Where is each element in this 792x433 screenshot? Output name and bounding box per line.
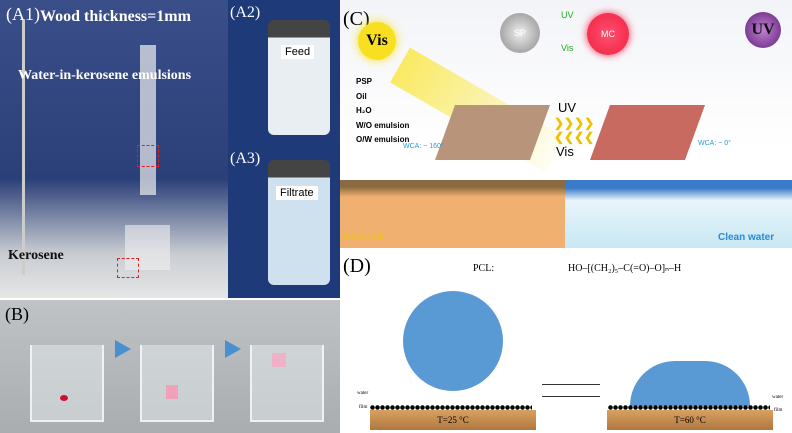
arrow-uv-label: UV xyxy=(558,100,577,115)
filtrate-vial xyxy=(268,160,330,285)
thickness-label: Wood thickness=1mm xyxy=(40,8,191,25)
film-label-left: film xyxy=(359,405,368,410)
wood-substrate-right: T=60 °C xyxy=(607,410,773,430)
panel-c-label: (C) xyxy=(343,8,370,30)
feed-vial xyxy=(268,20,330,135)
legend: PSP Oil H₂O W/O emulsion O/W emulsion xyxy=(344,75,409,148)
panel-a3-label: (A3) xyxy=(230,150,261,167)
kerosene-highlight-box xyxy=(117,258,139,278)
feed-label: Feed xyxy=(281,45,315,59)
hydrophilic-wood-block xyxy=(589,105,706,160)
film-dots-right xyxy=(608,405,770,410)
water-pool xyxy=(565,180,792,248)
wood-substrate-left: T=25 °C xyxy=(370,410,536,430)
film-label-right: film xyxy=(774,408,783,413)
water-droplet-spherical xyxy=(403,291,503,391)
chevrons-left-icon: ❮❮❮❮ xyxy=(554,130,595,144)
legend-wo: W/O emulsion xyxy=(356,120,410,130)
legend-psp: PSP xyxy=(356,77,373,86)
mc-state: MC xyxy=(587,13,629,55)
forward-arrow-icon xyxy=(542,384,600,385)
arrow-right-icon xyxy=(115,340,131,358)
arrow-vis-label: Vis xyxy=(556,144,574,159)
beaker-1 xyxy=(30,345,104,422)
pcl-formula: HO–[(CH₂)₅–C(=O)–O]ₙ–H xyxy=(568,263,682,274)
panel-a2-label: (A2) xyxy=(230,4,261,21)
emulsion-label: Water-in-kerosene emulsions xyxy=(18,68,192,83)
uv-sun-icon: UV xyxy=(745,12,781,48)
reverse-arrow-icon xyxy=(542,396,600,397)
wca-left: WCA: ~ 160° xyxy=(403,143,444,150)
water-droplet-spread xyxy=(630,361,750,406)
arrow-right-icon xyxy=(225,340,241,358)
clean-water-label: Clean water xyxy=(718,232,775,243)
beaker-3 xyxy=(250,345,324,422)
switch-vis: Vis xyxy=(561,43,574,53)
hydrophobic-wood-block xyxy=(434,105,551,160)
water-label-right: water xyxy=(772,395,784,400)
panel-a2-a3: (A2) Feed (A3) Filtrate xyxy=(228,0,340,298)
vis-sun-icon: Vis xyxy=(358,22,396,60)
panel-c-schematic: (C) Vis SP UV Vis MC UV PSP Oil H₂O W/O … xyxy=(340,0,792,248)
legend-oil: Oil xyxy=(356,91,367,101)
clean-oil-label: Clean oil xyxy=(343,232,385,243)
oil-pool xyxy=(340,180,565,248)
legend-ow: O/W emulsion xyxy=(356,135,410,144)
panel-d-schematic: (D) PCL: HO–[(CH₂)₅–C(=O)–O]ₙ–H water fi… xyxy=(340,250,792,433)
switch-uv: UV xyxy=(561,10,574,20)
panel-b-label: (B) xyxy=(5,304,29,324)
chevrons-right-icon: ❯❯❯❯ xyxy=(554,116,595,130)
pcl-label: PCL: xyxy=(473,263,495,274)
beaker xyxy=(125,225,170,270)
funnel xyxy=(140,45,156,195)
filtrate-label: Filtrate xyxy=(276,186,318,200)
stand-rod xyxy=(22,20,25,275)
kerosene-label: Kerosene xyxy=(8,248,64,263)
water-label-left: water xyxy=(357,391,369,396)
legend-water: H₂O xyxy=(356,106,372,115)
film-dots-left xyxy=(370,405,532,410)
panel-b-photo: (B) xyxy=(0,300,340,433)
panel-d-label: (D) xyxy=(343,255,371,277)
beaker-2 xyxy=(140,345,214,422)
wood-highlight-box xyxy=(137,145,159,167)
panel-a1-label: (A1) xyxy=(6,4,40,24)
wca-right: WCA: ~ 0° xyxy=(698,140,731,147)
sp-state: SP xyxy=(500,13,540,53)
